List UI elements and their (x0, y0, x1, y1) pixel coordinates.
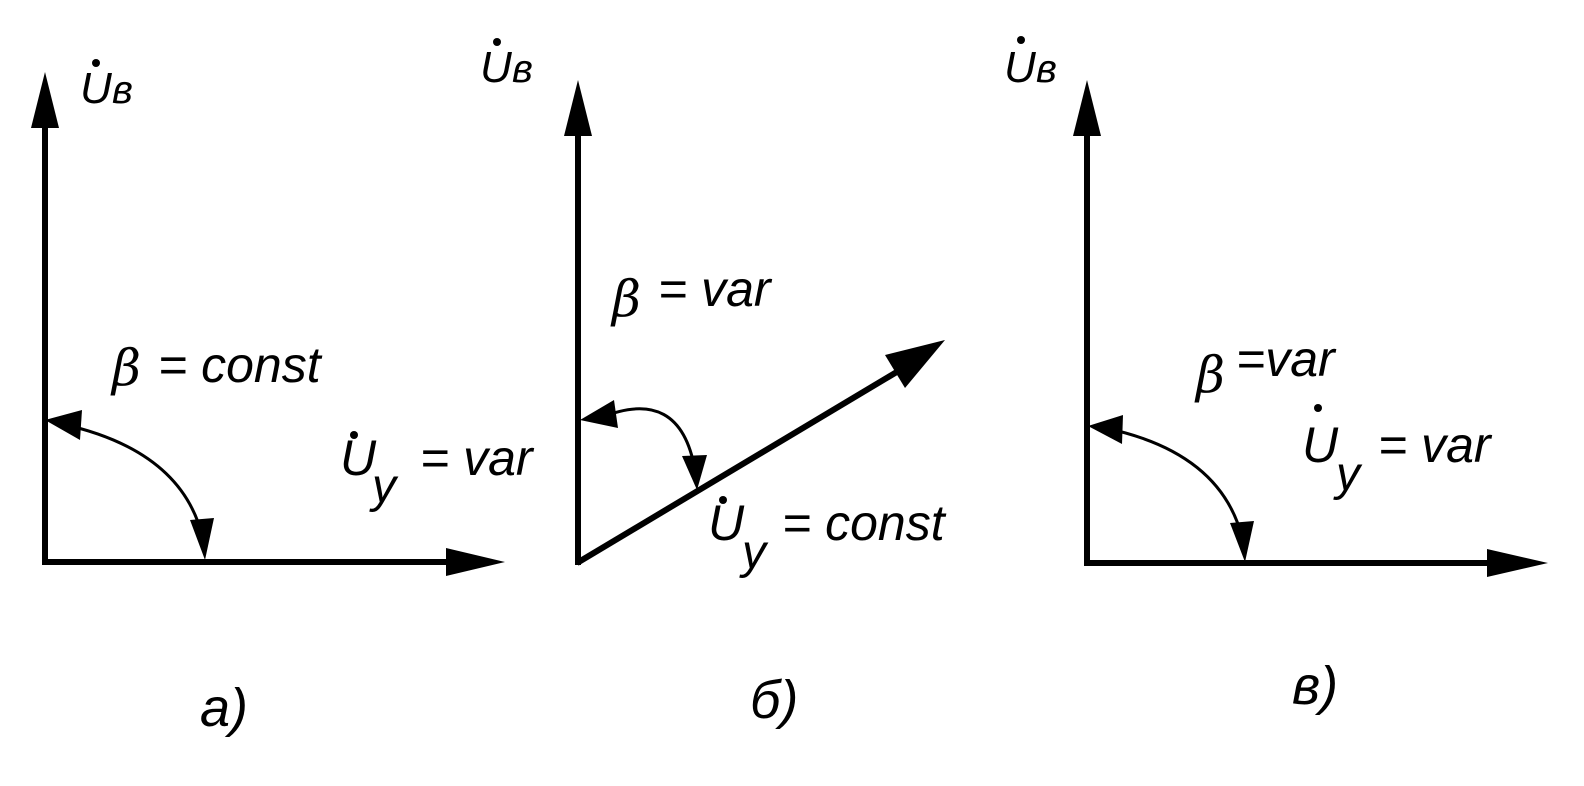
panel-c-horizontal-arrowhead (1487, 549, 1548, 577)
panel-b-arc-arrowhead-end (682, 455, 707, 490)
panel-a-horizontal-arrowhead (446, 548, 505, 576)
panel-b-beta-symbol: β (610, 270, 641, 328)
panel-c-horizontal-label-main: U (1302, 417, 1339, 473)
panel-b-angle-value: = var (658, 261, 773, 317)
panel-a-vertical-label-sub: в (112, 68, 133, 112)
panel-c-angle-value: =var (1236, 331, 1337, 387)
panel-b-slanted-vector (575, 367, 902, 566)
panel-a-vertical-label: U в (80, 59, 133, 113)
panel-c-horizontal-label-sub: y (1333, 448, 1363, 501)
panel-b-vertical-label-main: U (480, 43, 512, 92)
panel-c-horizontal-label: U y = var (1302, 404, 1493, 501)
panel-a-vertical-label-main: U (80, 64, 112, 113)
panel-c-vertical-label: U в (1004, 36, 1057, 92)
panel-a-horizontal-label: U y = var (340, 430, 535, 513)
panel-c-horizontal-label-value: = var (1378, 417, 1493, 473)
panel-a-vertical-arrowhead (31, 72, 59, 128)
panel-b-slanted-label-value: = const (782, 495, 947, 551)
panel-c-angle-arc (1104, 426, 1244, 538)
panel-b-slanted-label-main: U (708, 495, 745, 551)
panel-c: U в β =var U y = var в) (1004, 36, 1548, 716)
panel-c-beta-symbol: β (1194, 346, 1225, 404)
panel-b-vertical-label-sub: в (512, 47, 533, 91)
panel-c-vertical-label-sub: в (1036, 47, 1057, 91)
panel-b-vertical-label: U в (480, 38, 533, 92)
panel-a-angle-value: = const (158, 337, 323, 393)
panel-b-slanted-label: U y = const (708, 495, 947, 579)
panel-a-arc-arrowhead-end (190, 518, 214, 560)
panel-a-caption: а) (200, 678, 248, 738)
panel-c-caption: в) (1292, 656, 1338, 716)
panel-c-arc-arrowhead-end (1230, 521, 1254, 562)
panel-a-arc-arrowhead-start (45, 410, 82, 440)
panel-b: U в β = var U y = const б) (480, 38, 947, 730)
panel-c-angle-label: β =var (1194, 331, 1337, 404)
panel-a-horizontal-label-sub: y (369, 460, 399, 513)
panel-c-vertical-label-main: U (1004, 43, 1036, 92)
panel-b-slanted-label-sub: y (739, 526, 769, 579)
panel-b-angle-arc (599, 407, 697, 471)
panel-c-arc-arrowhead-start (1088, 415, 1123, 444)
panel-b-arc-arrowhead-start (580, 400, 618, 428)
panel-a-horizontal-label-value: = var (420, 430, 535, 486)
panel-a-angle-label: β = const (110, 337, 323, 397)
panel-a-horizontal-label-main: U (340, 430, 377, 486)
panel-a-beta-symbol: β (110, 339, 141, 397)
panel-b-angle-label: β = var (610, 261, 773, 328)
panel-b-slanted-arrowhead (885, 340, 945, 388)
panel-a: U в β = const U y = var а) (31, 59, 535, 738)
panel-b-vertical-arrowhead (564, 80, 592, 136)
panel-b-caption: б) (750, 670, 798, 730)
panel-a-angle-arc (61, 422, 204, 536)
panel-c-vertical-arrowhead (1073, 80, 1101, 136)
